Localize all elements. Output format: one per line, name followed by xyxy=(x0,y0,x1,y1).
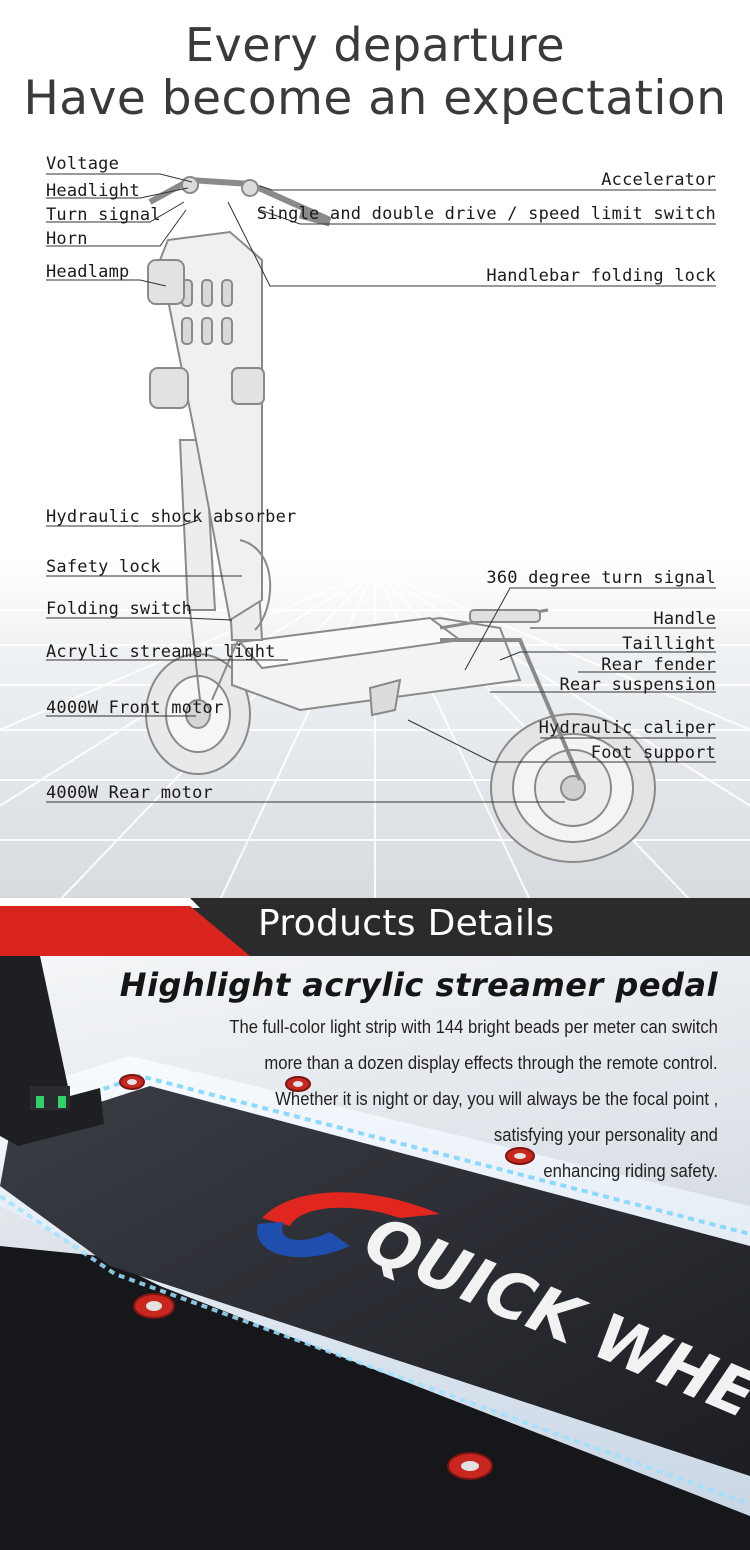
feature-description-line-5: enhancing riding safety. xyxy=(543,1160,718,1181)
callout-rear-suspension: Rear suspension xyxy=(559,675,716,695)
headline: Every departure Have become an expectati… xyxy=(0,18,750,126)
callout-headlamp: Headlamp xyxy=(46,262,130,282)
callout-leader-lines xyxy=(46,173,716,803)
callout-drive-speed-switch: Single and double drive / speed limit sw… xyxy=(256,204,716,224)
callout-taillight: Taillight xyxy=(622,634,716,654)
acrylic-pedal-photo: QUICK WHE xyxy=(0,956,750,1550)
scooter-diagram: Voltage Headlight Turn signal Horn Headl… xyxy=(0,140,750,900)
banner-red-accent xyxy=(0,906,250,956)
callout-folding-switch: Folding switch xyxy=(46,599,193,619)
callout-handlebar-folding-lock: Handlebar folding lock xyxy=(486,266,716,286)
headline-line-1: Every departure xyxy=(184,18,566,72)
banner-white-stripe xyxy=(0,898,200,908)
products-details-banner: Products Details xyxy=(0,898,750,956)
callout-turn-signal: Turn signal xyxy=(46,205,161,225)
callout-handle: Handle xyxy=(653,609,716,629)
feature-description-line-4: satisfying your personality and xyxy=(494,1124,718,1145)
callout-rear-fender: Rear fender xyxy=(601,655,716,675)
callout-rear-motor: 4000W Rear motor xyxy=(46,783,213,803)
feature-description-line-2: more than a dozen display effects throug… xyxy=(264,1052,718,1073)
callout-360-turn-signal: 360 degree turn signal xyxy=(486,568,716,588)
callout-safety-lock: Safety lock xyxy=(46,557,161,577)
callout-horn: Horn xyxy=(46,229,88,249)
banner-title: Products Details xyxy=(258,903,555,944)
callout-headlight: Headlight xyxy=(46,181,140,201)
scooter-illustration xyxy=(145,176,656,863)
quick-wheel-logo-mark xyxy=(257,1192,440,1258)
feature-heading: Highlight acrylic streamer pedal xyxy=(119,966,718,1004)
callout-accelerator: Accelerator xyxy=(601,170,716,190)
callout-voltage: Voltage xyxy=(46,154,120,174)
feature-description-line-3: Whether it is night or day, you will alw… xyxy=(275,1088,718,1109)
callout-hydraulic-shock-absorber: Hydraulic shock absorber xyxy=(46,507,297,527)
callout-front-motor: 4000W Front motor xyxy=(46,698,224,718)
callout-foot-support: Foot support xyxy=(590,743,716,763)
feature-description-line-1: The full-color light strip with 144 brig… xyxy=(229,1016,718,1037)
callout-acrylic-streamer-light: Acrylic streamer light xyxy=(46,642,276,662)
callout-hydraulic-caliper: Hydraulic caliper xyxy=(538,718,716,738)
headline-line-2: Have become an expectation xyxy=(23,71,727,126)
pedal-feature-section: QUICK WHE Highlight acrylic streamer ped… xyxy=(0,956,750,1550)
